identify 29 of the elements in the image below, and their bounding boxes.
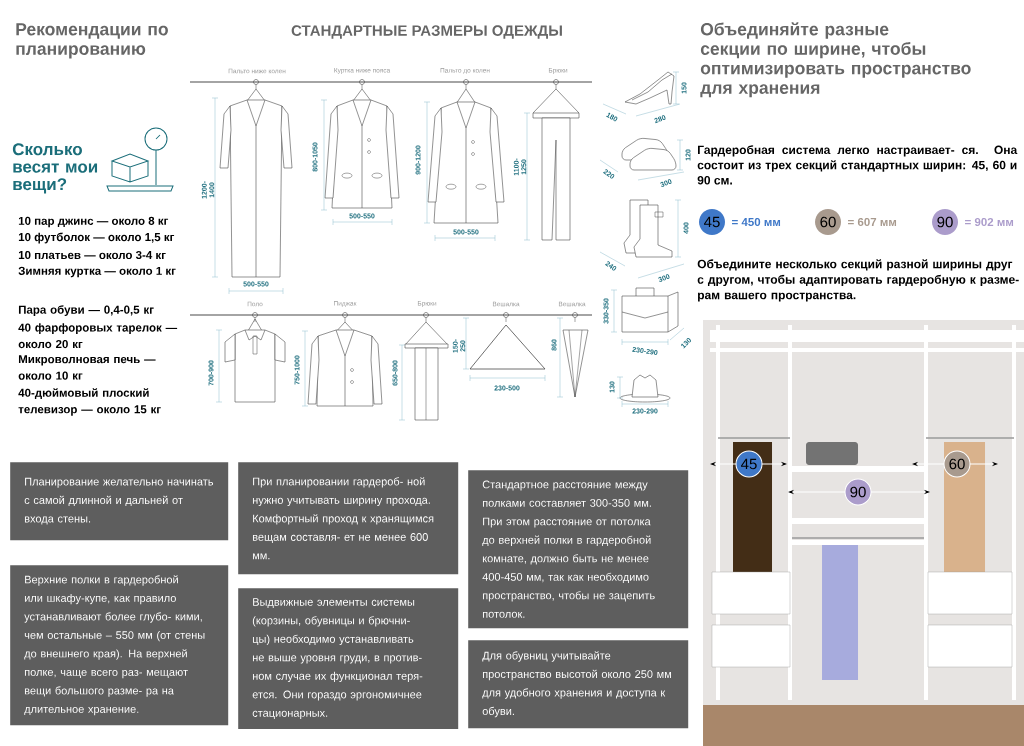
width-badge: 90: [932, 209, 958, 235]
paragraph: Гардеробная система легко настраивает- ся. Она состоит из трех секций стандартных ширин: 45, 60 и 90 см.: [697, 145, 1018, 185]
weight-list-item: 10 футболок — около 1,5 кг: [18, 232, 175, 244]
heading: Объединяйте разные секции по ширине, чтобы оптимизировать пространство для хранения: [700, 22, 971, 98]
tip-box: Выдвижные элементы системы (корзины, обувницы и брючни- цы) необходимо устанавливать не выше уровня груди, в против- ном случае их функционал теря- ется. Они гораздо эргономичнее стационарных.: [238, 588, 459, 730]
heading: СТАНДАРТНЫЕ РАЗМЕРЫ ОДЕЖДЫ: [291, 25, 562, 39]
measure-label: = 902 мм: [965, 217, 1014, 227]
width-badge: 60: [815, 209, 841, 235]
tip-box: При планировании гардероб- ной нужно учитывать ширину прохода. Комфортный проход к хранящимся вещам составля- ет не менее 600 мм.: [238, 462, 459, 575]
width-badge: 45: [735, 450, 763, 478]
tip-box: Для обувниц учитывайте пространство высотой около 250 мм для удобного хранения и доступа к обуви.: [468, 640, 689, 729]
heading: Рекомендации по планированию: [16, 23, 168, 59]
width-badge: 60: [943, 450, 971, 478]
measure-label: = 450 мм: [732, 217, 781, 227]
weight-list-item: Микроволновая печь — около 10 кг: [18, 355, 156, 380]
question-heading: Сколько весят мои вещи?: [12, 143, 98, 194]
weight-list-item: 40 фарфоровых тарелок — около 20 кг: [18, 323, 178, 349]
measure-label: = 607 мм: [848, 217, 897, 227]
width-badge: 45: [699, 209, 725, 235]
paragraph: Объедините несколько секций разной ширины друг с другом, чтобы адаптировать гардеробную к разме- рам вашего пространства.: [697, 259, 1019, 302]
tip-box: Верхние полки в гардеробной или шкафу-купе, как правило устанавливают более глубо- кими, чем остальные – 550 мм (от стены до внешнего края). На верхней полке, чаще всего раз- мещают вещи большого разме- ра на длительное хранение.: [10, 565, 229, 726]
weight-list-item: Зимняя куртка — около 1 кг: [18, 266, 176, 278]
weight-list-item: 10 пар джинс — около 8 кг: [18, 216, 169, 228]
tip-box: Стандартное расстояние между полками составляет 300-350 мм. При этом расстояние от потолка до верхней полки в гардеробной комнате, должно быть не менее 400-450 мм, так как необходимо пространство, чтобы не зацепить потолок.: [468, 470, 689, 629]
tip-box: Планирование желательно начинать с самой длинной и дальней от входа стены.: [10, 462, 229, 541]
weight-list-item: 10 платьев — около 3-4 кг: [18, 250, 166, 260]
weight-list-item: 40-дюймовый плоский телевизор — около 15 кг: [18, 388, 161, 416]
width-badge: 90: [844, 478, 872, 506]
weight-list-item: Пара обуви — 0,4-0,5 кг: [18, 305, 154, 316]
